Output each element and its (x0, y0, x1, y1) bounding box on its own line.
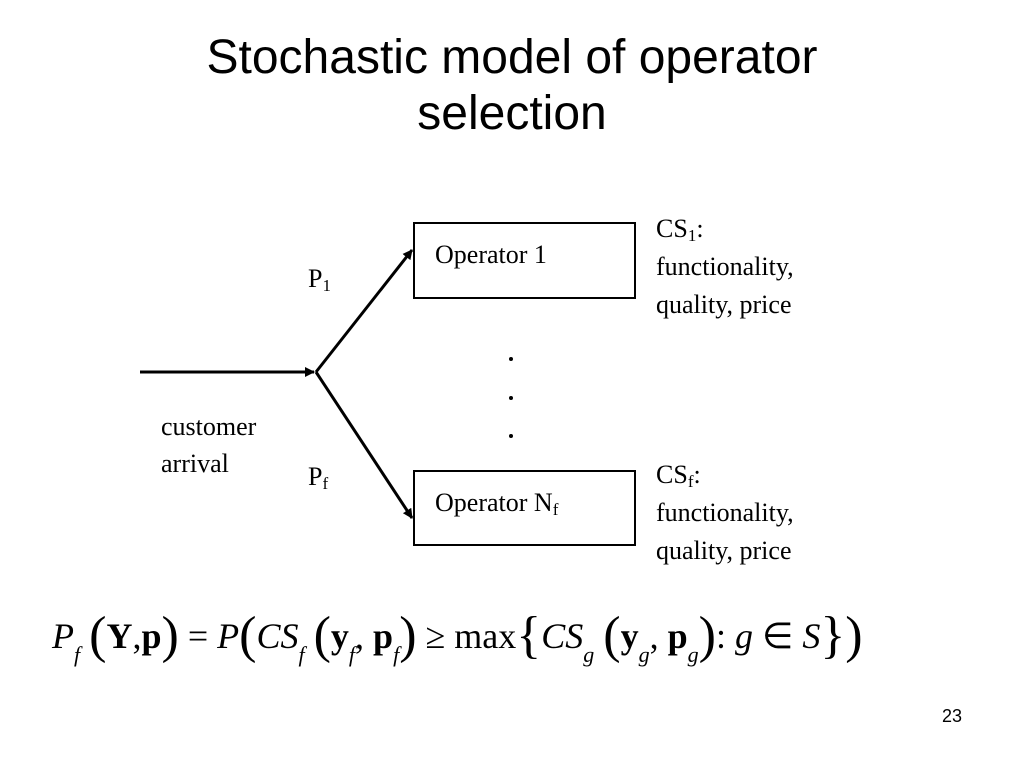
probability-top-base: P (308, 264, 323, 293)
formula-brace: } (820, 607, 846, 664)
formula-geq: ≥ (425, 616, 446, 656)
customer-arrival-label: customer arrival (161, 412, 256, 479)
cs-top-text: CS1: functionality, quality, price (656, 210, 794, 324)
formula-paren: ) (845, 607, 863, 664)
formula-paren: ( (89, 607, 107, 664)
formula-CS: CS (541, 616, 584, 656)
operator-1-box: Operator 1 (413, 222, 636, 299)
slide-title: Stochastic model of operator selection (0, 30, 1024, 142)
ellipsis-dot-2 (509, 396, 513, 400)
formula-paren: ) (161, 607, 179, 664)
formula-sub-f: f (348, 642, 356, 667)
slide-title-line-1: Stochastic model of operator (206, 31, 818, 84)
formula-comma: , (132, 616, 142, 656)
formula-Y: Y (106, 616, 133, 656)
operator-nf-label-sub: f (552, 500, 559, 519)
probability-top-sub: 1 (322, 276, 331, 295)
ellipsis-dot-1 (509, 357, 513, 361)
cs-top-line-3: quality, price (656, 290, 792, 319)
formula-paren: ) (399, 607, 417, 664)
formula-comma: , (355, 616, 365, 656)
formula-g: g (734, 616, 753, 656)
customer-arrival-line-1: customer (161, 412, 257, 441)
formula-P: P (217, 616, 240, 656)
formula-p: p (667, 616, 688, 656)
formula-p: p (373, 616, 394, 656)
formula-paren: ( (603, 607, 621, 664)
selection-probability-formula: Pf (Y,p) = P(CSf (yf, pf) ≥ max{CSg (yg,… (52, 604, 992, 668)
cs-bottom-text: CSf: functionality, quality, price (656, 456, 794, 570)
cs-bottom-line-3: quality, price (656, 536, 792, 565)
cs-top-line-2: functionality, (656, 252, 794, 281)
formula-max: max (454, 616, 517, 656)
customer-arrival-line-2: arrival (161, 449, 229, 478)
cs-top-base: CS (656, 214, 688, 243)
cs-bottom-base: CS (656, 460, 688, 489)
branch-arrow-top (314, 249, 414, 373)
formula-sub-g: g (638, 642, 650, 667)
formula-lhs-sub: f (74, 642, 81, 667)
cs-top-heading: CS1: (656, 210, 794, 248)
formula-sub-g: g (687, 642, 699, 667)
branch-arrow-bottom (314, 371, 414, 519)
operator-nf-label-base: Operator N (435, 488, 553, 517)
formula-y: y (330, 616, 349, 656)
formula-sub-f: f (298, 642, 305, 667)
formula-brace: { (516, 607, 542, 664)
formula-y: y (620, 616, 639, 656)
formula-S: S (802, 616, 821, 656)
cs-top-suffix: : (696, 214, 704, 243)
operator-nf-box: Operator Nf (413, 470, 636, 546)
slide-title-line-2: selection (417, 87, 607, 140)
formula-lhs: P (52, 616, 74, 656)
ellipsis-dot-3 (509, 434, 513, 438)
formula-equals: = (187, 616, 209, 656)
formula-sub-g: g (583, 642, 595, 667)
formula-colon: : (715, 616, 726, 656)
cs-bottom-sub: f (687, 472, 694, 491)
page-number: 23 (941, 706, 962, 726)
formula-paren: ( (313, 607, 331, 664)
cs-bottom-suffix: : (693, 460, 701, 489)
operator-1-label: Operator 1 (435, 240, 547, 269)
formula-paren: ( (239, 607, 257, 664)
formula-paren: ) (698, 607, 716, 664)
formula-element-of: ∈ (761, 616, 794, 656)
probability-top-label: P1 (308, 264, 331, 294)
formula-comma: , (649, 616, 659, 656)
formula-sub-f: f (393, 642, 400, 667)
probability-bottom-sub: f (322, 474, 329, 493)
cs-top-sub: 1 (687, 226, 697, 245)
cs-bottom-line-2: functionality, (656, 498, 794, 527)
probability-bottom-label: Pf (308, 462, 328, 492)
probability-bottom-base: P (308, 462, 323, 491)
formula-p: p (141, 616, 162, 656)
cs-bottom-heading: CSf: (656, 456, 794, 494)
formula-CS: CS (256, 616, 299, 656)
